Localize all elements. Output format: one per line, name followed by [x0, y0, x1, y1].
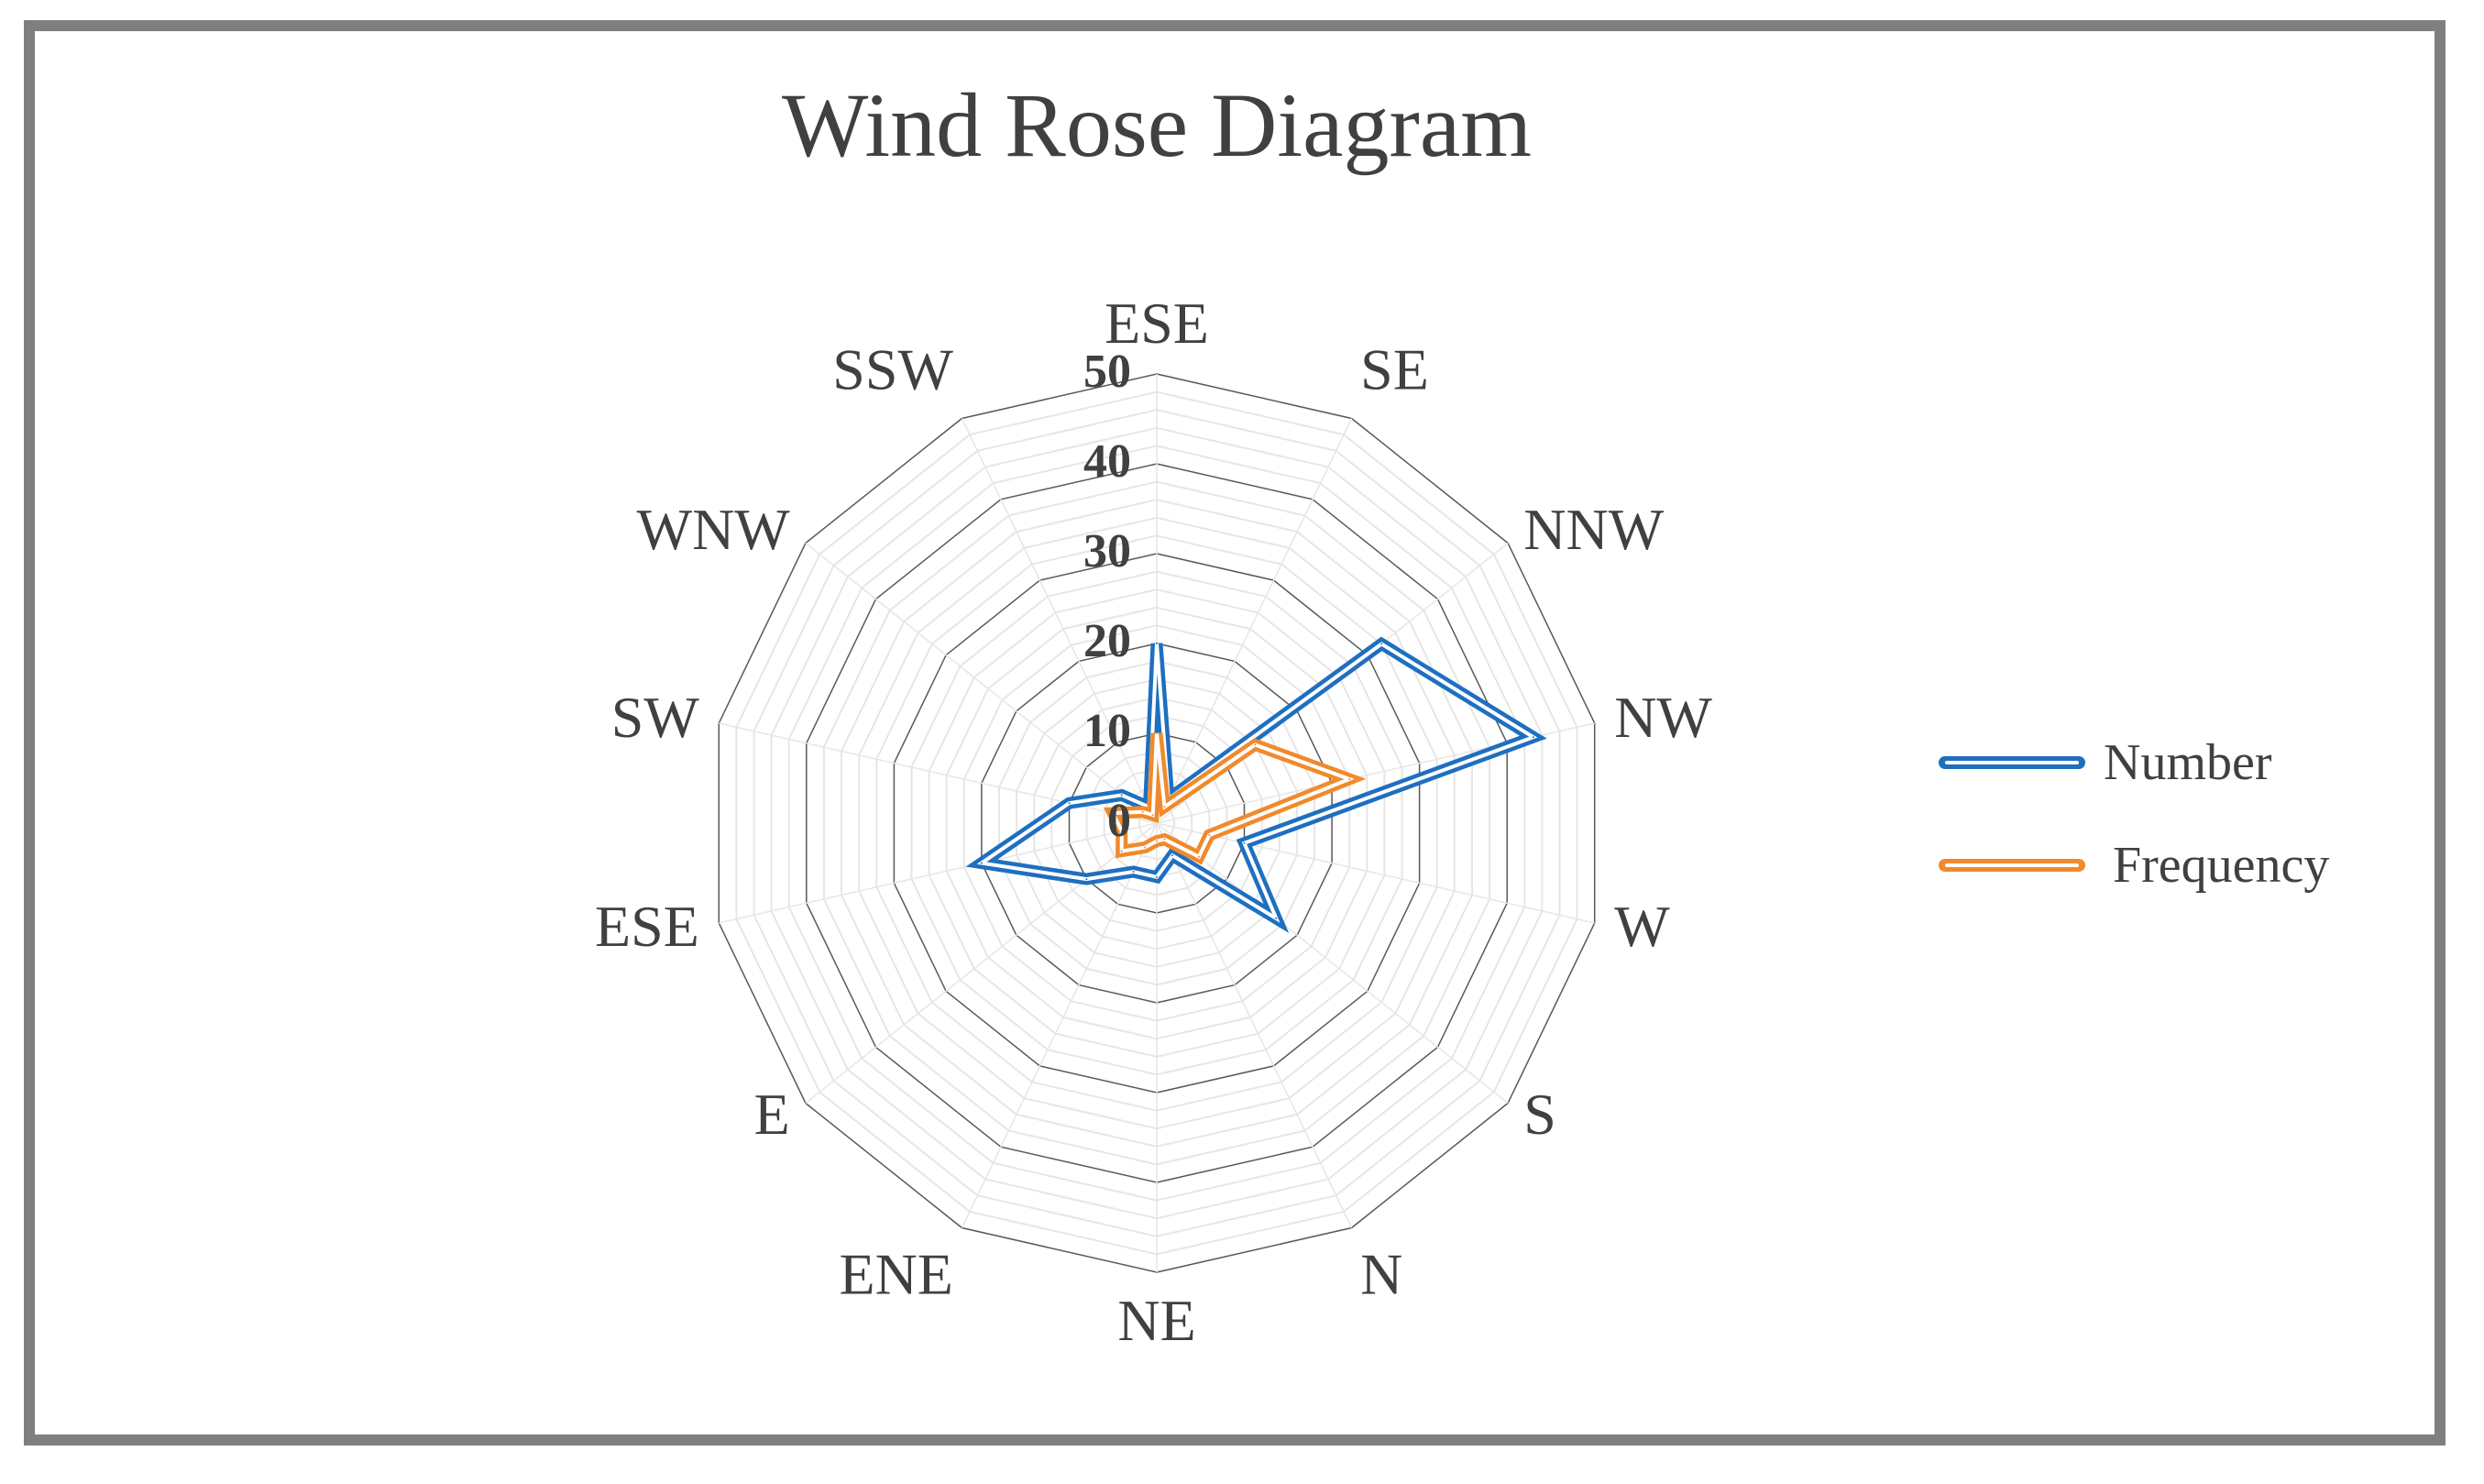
radial-spoke	[805, 542, 1158, 824]
series-point-number	[1085, 878, 1088, 881]
tick-label: 40	[1083, 435, 1131, 488]
series-point-number	[1068, 802, 1071, 805]
radial-spoke	[1156, 418, 1353, 824]
series-point-frequency	[1144, 846, 1147, 849]
series-point-number	[1156, 643, 1158, 644]
legend-swatch-number	[1939, 756, 2085, 769]
direction-label: N	[1360, 1241, 1402, 1306]
radial-tick-labels: 0 10 20 30 40 50	[1083, 346, 1131, 847]
direction-label: W	[1614, 894, 1670, 959]
direction-label: S	[1523, 1082, 1556, 1147]
radial-spoke	[1156, 822, 1595, 924]
series-point-frequency	[1198, 855, 1200, 858]
series-point-number	[1243, 841, 1246, 844]
series-point-frequency	[1208, 834, 1211, 837]
radial-spoke	[961, 822, 1158, 1228]
series-point-number	[980, 862, 983, 864]
series-point-frequency	[1120, 830, 1123, 832]
direction-label: WNW	[637, 497, 791, 562]
tick-label: 20	[1083, 615, 1131, 667]
direction-label: E	[754, 1082, 790, 1147]
chart-title: Wind Rose Diagram	[782, 74, 1532, 176]
series-point-frequency	[1254, 743, 1257, 746]
direction-label: SSW	[832, 337, 953, 402]
series-point-number	[1120, 794, 1123, 797]
tick-label: 50	[1083, 346, 1131, 398]
direction-label: SE	[1360, 337, 1429, 402]
series-point-frequency	[1120, 850, 1123, 852]
series-point-number	[1532, 736, 1534, 739]
series-point-frequency	[1348, 778, 1351, 780]
series-layer	[965, 636, 1547, 933]
series-point-number	[1171, 854, 1173, 857]
legend-swatch-frequency	[1939, 859, 2085, 872]
series-point-frequency	[1151, 814, 1154, 817]
tick-label: 30	[1083, 525, 1131, 577]
direction-label: ESE	[595, 894, 699, 959]
chart-frame	[24, 20, 2446, 1446]
series-point-frequency	[1163, 806, 1166, 808]
direction-label: ESE	[1105, 291, 1209, 356]
tick-label: 10	[1083, 705, 1131, 757]
legend-item-frequency: Frequency	[1939, 836, 2329, 895]
direction-label: ENE	[839, 1241, 952, 1306]
direction-label: NW	[1614, 685, 1712, 750]
radial-spoke	[1156, 822, 1353, 1228]
series-line-number-inner	[976, 642, 1538, 923]
series-point-frequency	[1112, 812, 1115, 815]
series-point-frequency	[1141, 810, 1144, 813]
direction-label: SW	[611, 685, 700, 750]
radial-spoke	[805, 822, 1158, 1105]
series-point-frequency	[1163, 838, 1166, 841]
legend-label-frequency: Frequency	[2113, 837, 2330, 894]
series-point-frequency	[1156, 732, 1158, 734]
series-point-frequency	[1156, 840, 1158, 842]
series-point-number	[1275, 917, 1278, 919]
series-point-number	[1156, 875, 1158, 878]
radial-spoke	[719, 822, 1158, 924]
radial-spoke	[961, 418, 1158, 824]
series-point-number	[1132, 871, 1135, 873]
legend-item-number: Number	[1939, 733, 2272, 792]
direction-label: NE	[1117, 1288, 1195, 1353]
radial-spoke	[1156, 822, 1509, 1105]
radial-spokes	[719, 374, 1595, 1272]
legend-label-number: Number	[2104, 734, 2272, 791]
series-point-number	[1380, 643, 1383, 645]
direction-labels: ESE SE NNW NW W S N NE ENE E ESE SW WNW SSW	[595, 291, 1712, 1353]
tick-label: 0	[1107, 795, 1131, 847]
direction-label: NNW	[1523, 497, 1664, 562]
